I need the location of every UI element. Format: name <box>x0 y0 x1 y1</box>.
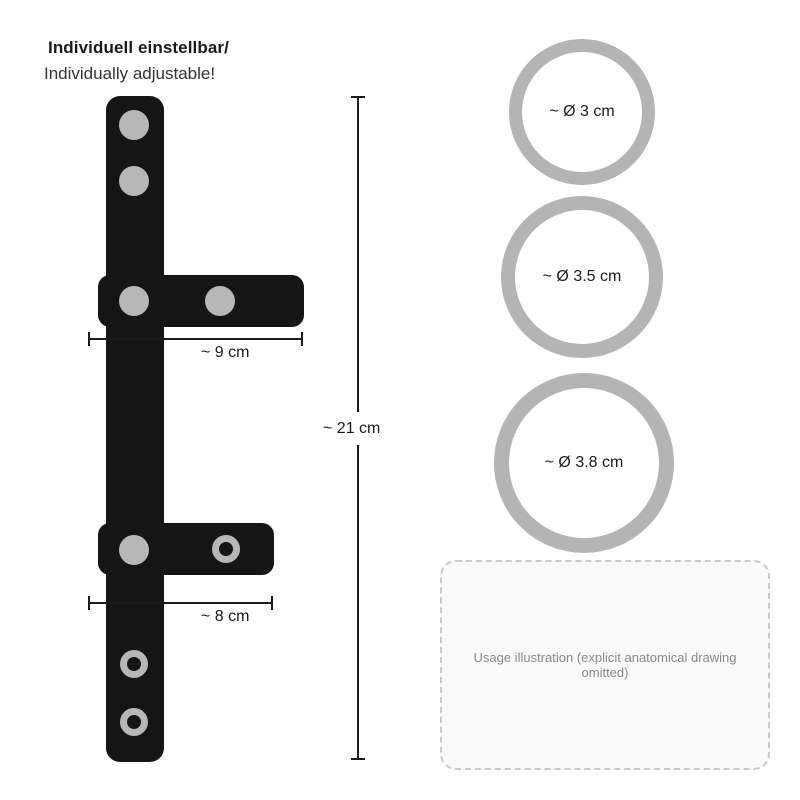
dimension-tick <box>88 332 90 346</box>
rivet-icon <box>205 286 235 316</box>
ring-label: ~ Ø 3.5 cm <box>542 268 622 285</box>
lower-tab-dimension-line <box>88 602 273 604</box>
ring-label: ~ Ø 3.8 cm <box>544 454 624 471</box>
total-length-tick-bottom <box>351 758 365 760</box>
dimension-tick <box>271 596 273 610</box>
grommet-icon <box>120 650 148 678</box>
total-length-label: ~ 21 cm <box>323 420 381 437</box>
ring-label: ~ Ø 3 cm <box>549 103 615 120</box>
upper-tab-dimension-label: ~ 9 cm <box>201 344 250 361</box>
total-length-line-lower <box>357 445 359 760</box>
grommet-icon <box>120 708 148 736</box>
usage-illustration-placeholder: Usage illustration (explicit anatomical … <box>440 560 770 770</box>
rivet-icon <box>119 166 149 196</box>
total-length-line-upper <box>357 96 359 412</box>
lower-tab-dimension-label: ~ 8 cm <box>201 608 250 625</box>
dimension-tick <box>88 596 90 610</box>
grommet-icon <box>212 535 240 563</box>
ring-3-5cm: ~ Ø 3.5 cm <box>501 196 663 358</box>
rivet-icon <box>119 110 149 140</box>
title-english: Individually adjustable! <box>44 64 216 83</box>
ring-3cm: ~ Ø 3 cm <box>509 39 655 185</box>
rivet-icon <box>119 535 149 565</box>
title-german: Individuell einstellbar/ <box>48 38 229 57</box>
dimension-tick <box>301 332 303 346</box>
rivet-icon <box>119 286 149 316</box>
upper-tab-dimension-line <box>88 338 303 340</box>
ring-3-8cm: ~ Ø 3.8 cm <box>494 373 674 553</box>
